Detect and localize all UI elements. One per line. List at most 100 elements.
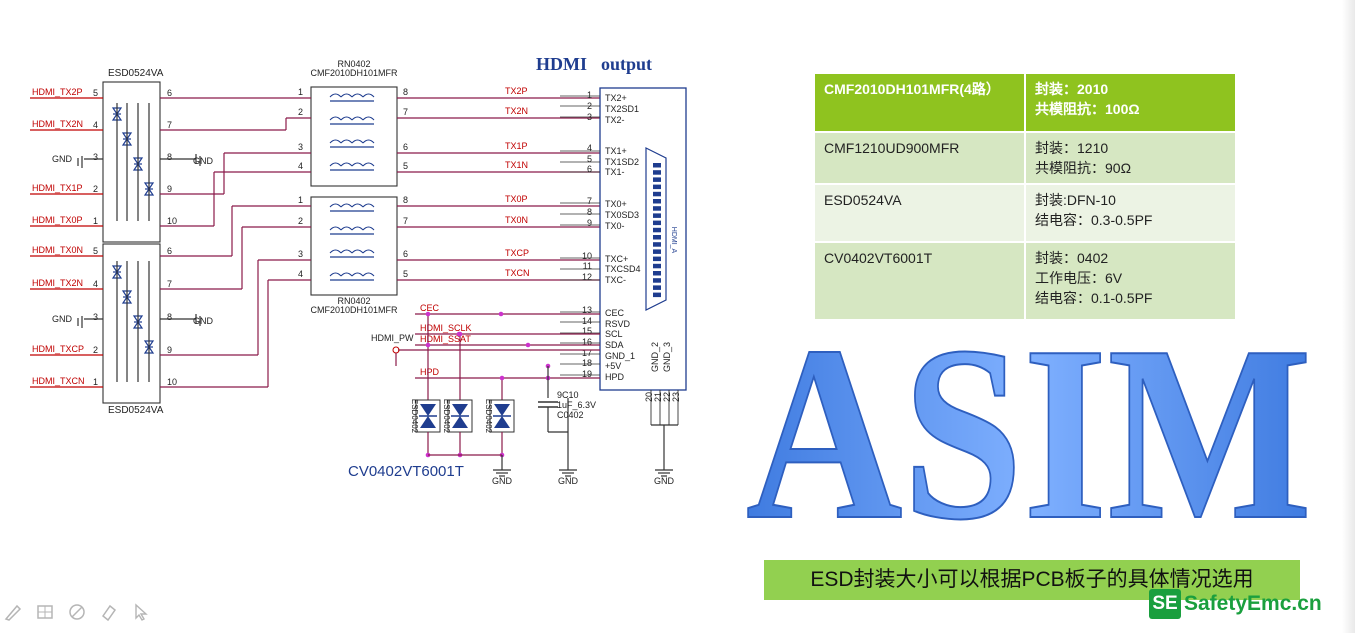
connector-pin-name: SCL (605, 329, 623, 339)
rn-pin-number: 8 (403, 87, 408, 97)
hdmi-net-label: HDMI_TX0P (32, 215, 83, 225)
connector-pin-name: TX0+ (605, 199, 627, 209)
esd-pin-number: 6 (167, 246, 172, 256)
spec-part-cell: CV0402VT6001T (815, 242, 1026, 321)
rn-pin-number: 7 (403, 107, 408, 117)
connector-contact (653, 163, 661, 168)
choke-coil-icon (362, 203, 375, 208)
esd-pin-number: 7 (167, 279, 172, 289)
diff-net-label: TXCP (505, 248, 529, 258)
hdmi-net-label: HDMI_TXCN (32, 376, 85, 386)
choke-coil-icon (329, 249, 342, 254)
connector-pin-number: 12 (582, 272, 592, 282)
connector-pin-name: TXC+ (605, 254, 628, 264)
connector-pin-name: GND_1 (605, 351, 635, 361)
highlighter-tool-icon[interactable] (98, 601, 120, 623)
tvs-diode-icon (452, 416, 468, 428)
presentation-toolbar (0, 600, 152, 624)
connector-contact (653, 242, 661, 247)
hdmi-net-label: HDMI_TXCP (32, 344, 84, 354)
spec-detail-line: 工作电压：6V (1035, 270, 1123, 286)
rn-label: RN0402 (337, 59, 370, 69)
rn-pin-number: 2 (298, 216, 303, 226)
rn-label: RN0402 (337, 296, 370, 306)
rn-pin-number: 6 (403, 142, 408, 152)
connector-pin-name: TX0- (605, 221, 625, 231)
bottom-esd-label: ESD0524VA (108, 405, 164, 416)
hdmi-net-label: HDMI_TX0N (32, 245, 83, 255)
spec-part-name: ESD0524VA (824, 192, 902, 208)
pen-tool-icon[interactable] (2, 601, 24, 623)
hdmi-net-label: HDMI_TX2P (32, 87, 83, 97)
control-net-label: HDMI_SSAT (420, 334, 471, 344)
choke-coil-icon (329, 93, 342, 98)
connector-pin-name: CEC (605, 308, 625, 318)
connector-pin-number: 10 (582, 251, 592, 261)
eraser-tool-icon[interactable] (66, 601, 88, 623)
capacitor-package-label: C0402 (557, 410, 584, 420)
connector-pin-number: 1 (587, 90, 592, 100)
connector-contact (653, 263, 661, 269)
gnd-label: GND (492, 476, 513, 486)
rn-pin-number: 3 (298, 142, 303, 152)
junction-dot (498, 311, 504, 317)
pointer-tool-icon[interactable] (130, 601, 152, 623)
esd-array-box (102, 243, 161, 404)
choke-coil-icon (329, 116, 342, 121)
esd-pin-number: 5 (93, 246, 98, 256)
choke-coil-icon (340, 203, 353, 208)
choke-coil-icon (362, 116, 375, 121)
top-esd-label: ESD0524VA (108, 68, 164, 79)
connector-contact (653, 235, 661, 240)
spec-detail-cell: 封装:DFN-10 结电容：0.3-0.5PF (1025, 184, 1235, 243)
choke-coil-icon (329, 162, 342, 167)
connector-pin-number: 15 (582, 326, 592, 336)
connector-pin-name: HPD (605, 372, 625, 382)
connector-pin-name: TXCSD4 (605, 264, 641, 274)
connector-pin-name: TX0SD3 (605, 210, 639, 220)
rn-pin-number: 1 (298, 195, 303, 205)
esd-pin-number: 3 (93, 152, 98, 162)
diff-net-label: TX1N (505, 160, 528, 170)
choke-coil-icon (340, 249, 353, 254)
esd-pin-number: 1 (93, 377, 98, 387)
choke-coil-icon (340, 93, 353, 98)
spec-detail-line: 封装：2010 (1035, 81, 1109, 97)
diff-net-label: TX1P (505, 141, 528, 151)
spec-detail-line: 结电容：0.3-0.5PF (1035, 212, 1153, 228)
choke-coil-icon (329, 272, 342, 277)
spec-part-cell: CMF2010DH101MFR(4路） (815, 74, 1026, 133)
connector-pin-number: 13 (582, 305, 592, 315)
esd-pin-number: 5 (93, 88, 98, 98)
control-net-label: HPD (420, 367, 440, 377)
connector-pin-name: TX2SD1 (605, 104, 639, 114)
connector-pin-name: TX1- (605, 167, 625, 177)
rn-pin-number: 2 (298, 107, 303, 117)
connector-pin-number: 8 (587, 207, 592, 217)
rn-pin-number: 5 (403, 161, 408, 171)
spec-detail-line: 封装：0402 (1035, 250, 1109, 266)
hdmi-connector-shell (645, 147, 667, 311)
grid-tool-icon[interactable] (34, 601, 56, 623)
tvs-diode-icon (494, 404, 510, 416)
connector-pin-number: 14 (582, 316, 592, 326)
spec-part-name: CMF2010DH101MFR(4路） (824, 81, 1000, 97)
connector-pin-number: 6 (587, 164, 592, 174)
connector-pin-name: SDA (605, 340, 624, 350)
gnd-label: GND (193, 316, 214, 326)
connector-contact (653, 292, 661, 298)
esd-array-box (102, 81, 161, 243)
connector-contact (653, 249, 661, 254)
spec-detail-line: 封装:DFN-10 (1035, 192, 1116, 208)
junction-dot (499, 375, 505, 381)
connector-pin-name: TX2- (605, 115, 625, 125)
diff-net-label: TX2P (505, 86, 528, 96)
gnd-label: GND (558, 476, 579, 486)
esd-pin-number: 2 (93, 345, 98, 355)
connector-contact (653, 271, 661, 276)
